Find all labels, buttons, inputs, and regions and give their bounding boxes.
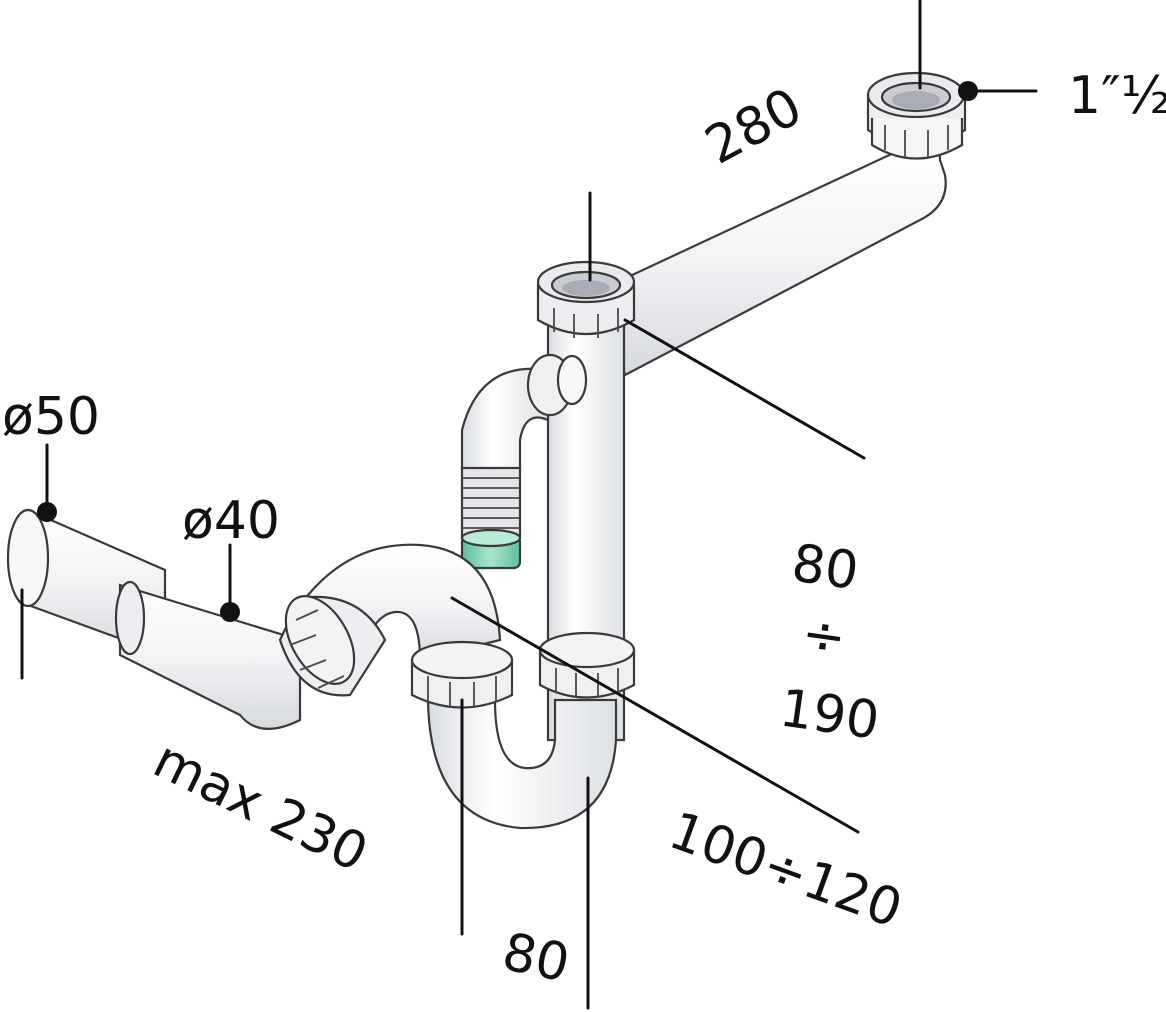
trap-left-nut [278, 595, 387, 697]
overflow-elbow [460, 353, 588, 472]
upper-branch-pipe [598, 140, 947, 377]
label-pipe-diameter: ø40 [182, 491, 280, 551]
dimension-lines [20, 0, 1038, 1010]
leader-dot-outlet [37, 502, 57, 522]
corrugated-hose [460, 466, 522, 540]
label-range-lower: 100÷120 [662, 801, 910, 940]
label-spacing-bottom: 80 [497, 922, 574, 994]
leader-standpipe-diagonal [623, 318, 866, 460]
label-thread-size: 1″½ [1068, 66, 1166, 126]
leader-dot-thread [958, 81, 978, 101]
label-range-upper-bottom: 190 [776, 678, 883, 751]
leader-dot-pipe [220, 602, 240, 622]
label-range-upper-top: 80 [788, 533, 862, 602]
standpipe-lower-nut [538, 631, 636, 699]
right-inlet-nut [866, 71, 967, 160]
green-connector [460, 528, 522, 570]
label-max-length: max 230 [144, 730, 376, 884]
trap-center-nut [410, 640, 514, 709]
label-length-top: 280 [696, 77, 812, 177]
leader-trap-diagonal [450, 596, 860, 834]
label-range-upper-sep: ÷ [798, 603, 850, 668]
label-outlet-diameter: ø50 [2, 387, 100, 447]
standpipe-top-nut [536, 260, 636, 338]
outlet-pipe [6, 508, 302, 730]
